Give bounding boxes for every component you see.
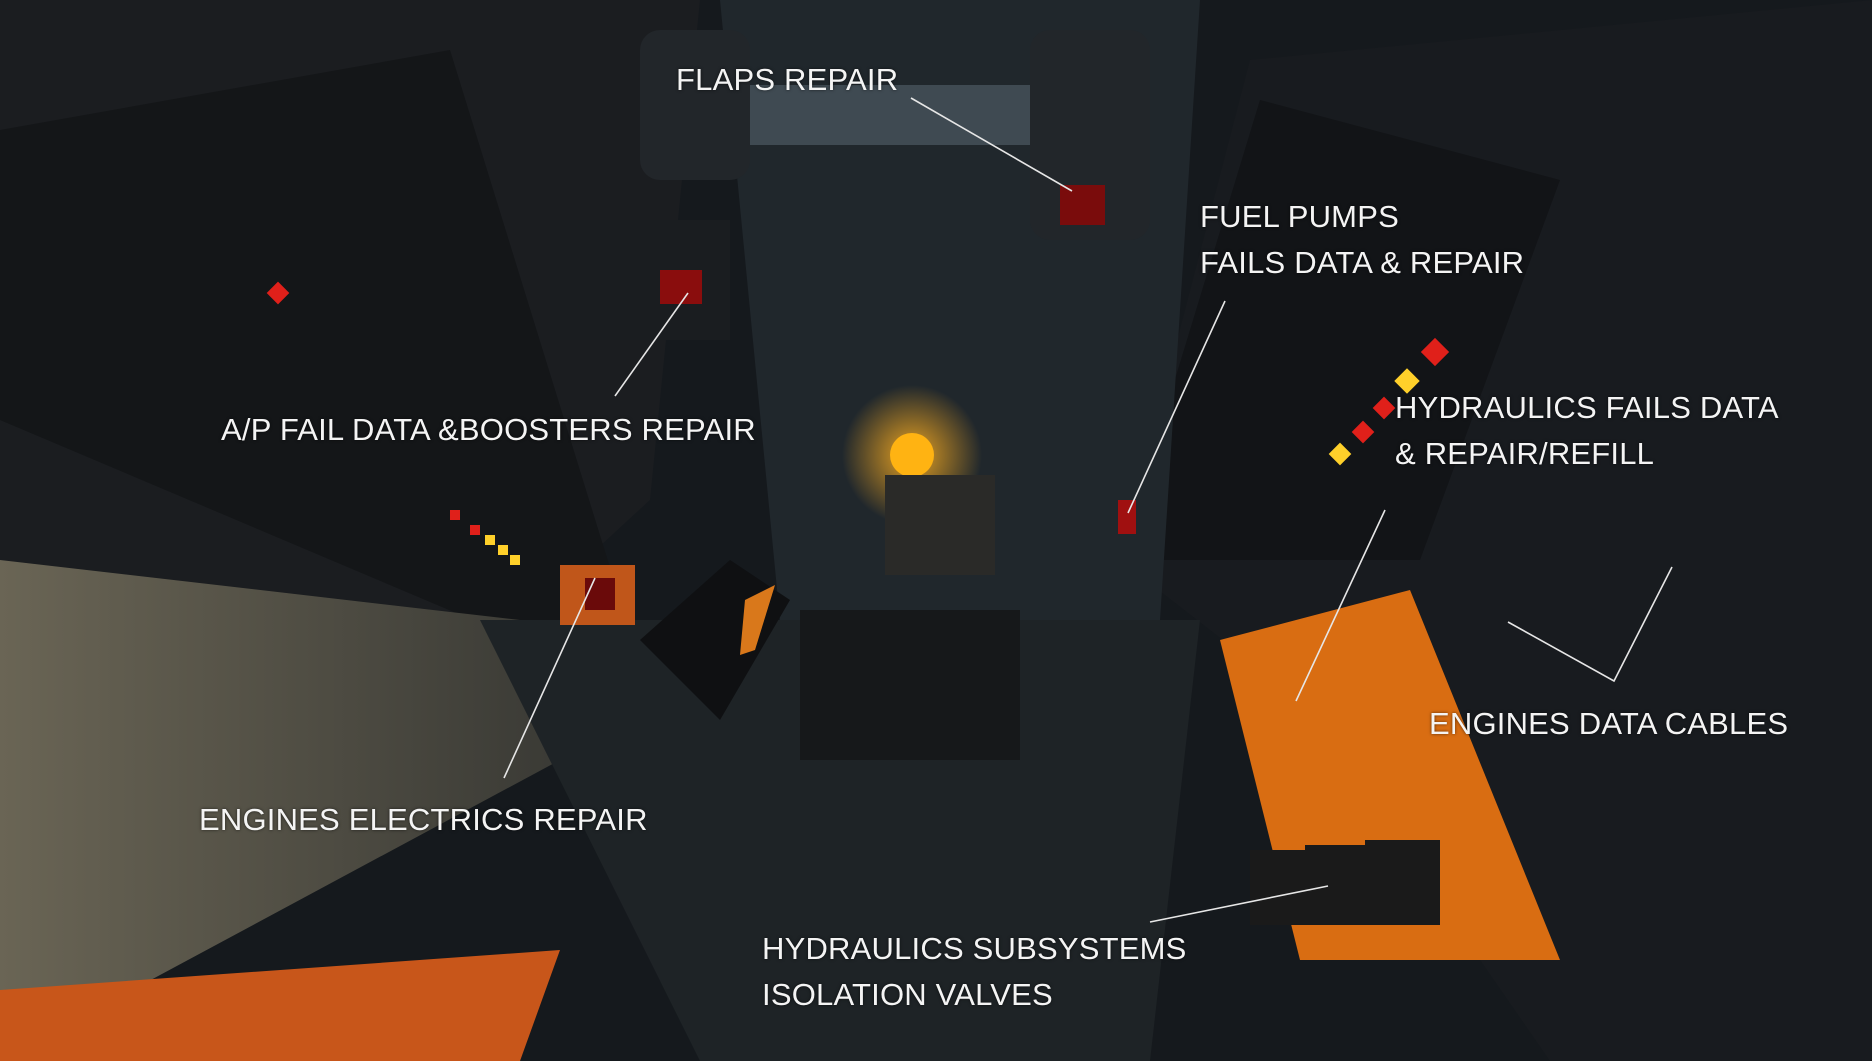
lower-left-console <box>0 950 560 1061</box>
label-hydraulics-fails: HYDRAULICS FAILS DATA & REPAIR/REFILL <box>1395 385 1779 477</box>
valve-switch-2 <box>1305 845 1365 925</box>
label-isolation-valves: HYDRAULICS SUBSYSTEMS ISOLATION VALVES <box>762 926 1187 1018</box>
label-engines-electrics: ENGINES ELECTRICS REPAIR <box>199 802 648 837</box>
label-ap-boosters: A/P FAIL DATA &BOOSTERS REPAIR <box>221 412 756 447</box>
booster-box <box>550 220 730 340</box>
center-box <box>885 475 995 575</box>
valve-switch-1 <box>1250 850 1310 925</box>
label-hydraulics-line2: & REPAIR/REFILL <box>1395 436 1655 471</box>
amber-light <box>890 433 934 477</box>
label-flaps-repair: FLAPS REPAIR <box>676 62 899 97</box>
electrics-repair-indicator <box>585 578 615 610</box>
console-box <box>800 610 1020 760</box>
left-panel <box>0 50 620 640</box>
booster-repair-indicator <box>660 270 702 304</box>
label-fuel-pumps-line2: FAILS DATA & REPAIR <box>1200 245 1525 280</box>
label-fuel-pumps: FUEL PUMPS FAILS DATA & REPAIR <box>1200 194 1524 286</box>
radio-device-display <box>740 585 775 655</box>
label-engines-data-cables: ENGINES DATA CABLES <box>1429 706 1789 741</box>
flaps-repair-indicator <box>1060 185 1105 225</box>
light-beam <box>0 560 560 1061</box>
right-panel <box>1120 100 1560 560</box>
valve-switch-3 <box>1365 840 1440 925</box>
flaps-valve-left <box>640 30 750 180</box>
label-fuel-pumps-line1: FUEL PUMPS <box>1200 199 1399 234</box>
label-valves-line2: ISOLATION VALVES <box>762 977 1053 1012</box>
label-hydraulics-line1: HYDRAULICS FAILS DATA <box>1395 390 1779 425</box>
label-valves-line1: HYDRAULICS SUBSYSTEMS <box>762 931 1187 966</box>
